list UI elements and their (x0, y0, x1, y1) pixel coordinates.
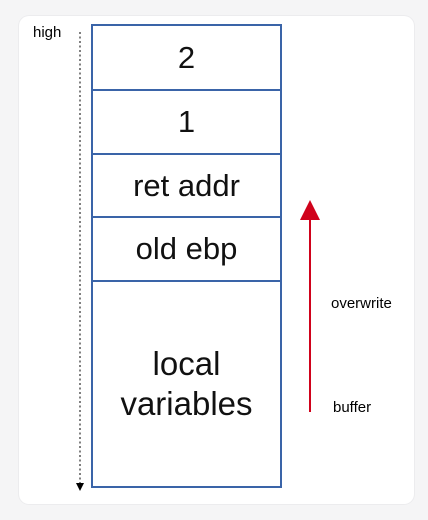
stack-cell-arg1: 1 (93, 89, 280, 153)
stack-cell-arg2: 2 (177, 39, 196, 75)
diagram-card (19, 16, 414, 504)
buffer-label: buffer (333, 399, 372, 416)
high-label: high (33, 24, 62, 41)
stack-cell-ret-addr: ret addr (93, 153, 280, 216)
stack-frame: 2 1 ret addr old ebp local variables (91, 24, 282, 488)
stack-cell-local-variables: local variables (93, 280, 280, 486)
stack-cell-old-ebp: old ebp (93, 216, 280, 280)
overwrite-label: overwrite (331, 295, 392, 312)
